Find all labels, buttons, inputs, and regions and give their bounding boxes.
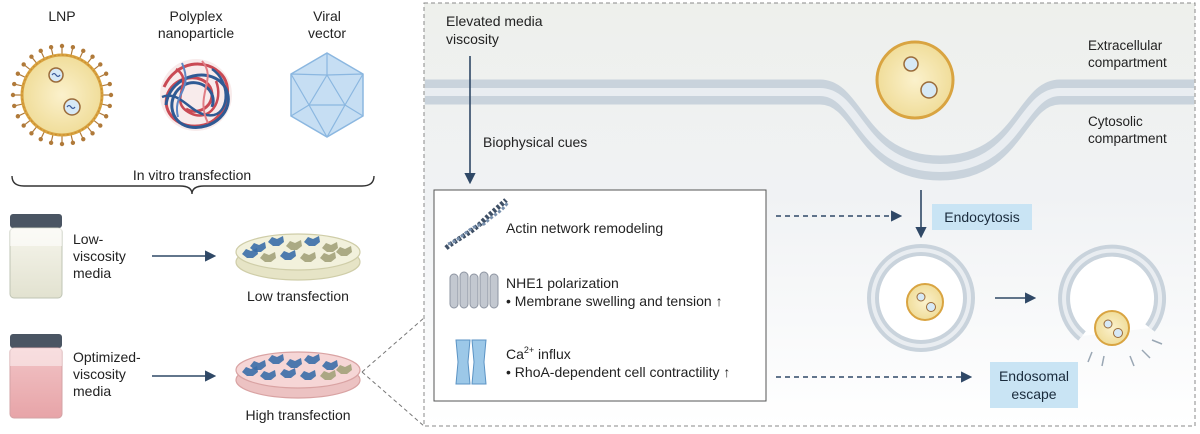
cell-mark [304,236,320,246]
cell-mark [286,358,302,368]
optimized-viscosity-jar-icon [9,334,63,419]
left-panel: LNP Polyplex nanoparticle Viral vector [9,8,425,427]
cell-mark [320,370,336,380]
low-transfection-label: Low transfection [247,288,349,304]
endocytosis-tag [932,204,1032,230]
endosomal-escape-tag [990,362,1078,408]
cell-mark [242,248,258,258]
cell-mark [320,252,336,262]
calcium-label: Ca2+ influx [506,345,571,362]
elevated-label-line1: Elevated media [446,13,543,29]
polyplex-label-line2: nanoparticle [158,25,234,41]
extracellular-label-line1: Extracellular [1088,38,1163,53]
cell-mark [260,252,276,262]
cell-mark [300,252,316,262]
cell-membrane [425,79,1194,181]
extracellular-label-line2: compartment [1088,55,1167,70]
high-media-line3: media [73,383,111,399]
lnp-endocytosing-icon [875,40,955,120]
cytosolic-label-line1: Cytosolic [1088,114,1143,129]
elevated-label-line2: viscosity [446,31,499,47]
ruptured-endosome-icon [1058,244,1167,367]
cell-mark [260,370,276,380]
polyplex-particle-icon [160,59,232,131]
cytosolic-label-line2: compartment [1088,131,1167,146]
lnp-particle-icon [10,43,114,147]
viral-label-line2: vector [308,25,346,41]
low-transfection-dish-icon [235,233,361,281]
in-vitro-label: In vitro transfection [133,167,251,183]
low-media-line3: media [73,265,111,281]
cell-mark [336,246,352,256]
endosomal-label-line2: escape [1011,386,1056,402]
nhe1-transporter-icon [449,271,499,309]
curly-brace [11,175,375,195]
biophysical-label: Biophysical cues [483,134,587,150]
mechanism-box [433,189,767,402]
high-media-line2: viscosity [73,366,126,382]
low-viscosity-jar-icon [9,214,63,299]
actin-label: Actin network remodeling [506,220,663,236]
cell-mark [336,364,352,374]
endocytosis-label: Endocytosis [944,209,1019,225]
cell-mark [322,360,338,370]
high-transfection-dish-icon [235,351,361,399]
polyplex-label-line1: Polyplex [170,8,223,24]
lnp-label: LNP [48,8,75,24]
low-media-line2: viscosity [73,248,126,264]
calcium-channel-icon [455,339,487,385]
right-panel: Elevated media viscosity Extracellular c… [423,2,1196,427]
high-transfection-label: High transfection [245,407,350,423]
cell-mark [280,250,296,260]
endosomal-label-line1: Endosomal [999,368,1069,384]
zoom-connector [361,317,425,427]
cell-mark [280,368,296,378]
cell-mark [304,354,320,364]
viral-vector-icon [290,52,364,138]
cell-mark [242,366,258,376]
high-media-line1: Optimized- [73,349,141,365]
viral-label-line1: Viral [313,8,341,24]
cell-mark [268,354,284,364]
actin-filament-icon [444,198,510,250]
low-media-line1: Low- [73,231,104,247]
nhe1-title: NHE1 polarization [506,275,619,291]
cell-mark [268,236,284,246]
cell-mark [300,370,316,380]
nhe1-detail: • Membrane swelling and tension ↑ [506,293,723,309]
cell-mark [286,240,302,250]
endosome-icon [867,244,975,352]
cell-mark [322,242,338,252]
calcium-detail: • RhoA-dependent cell contractility ↑ [506,364,730,380]
